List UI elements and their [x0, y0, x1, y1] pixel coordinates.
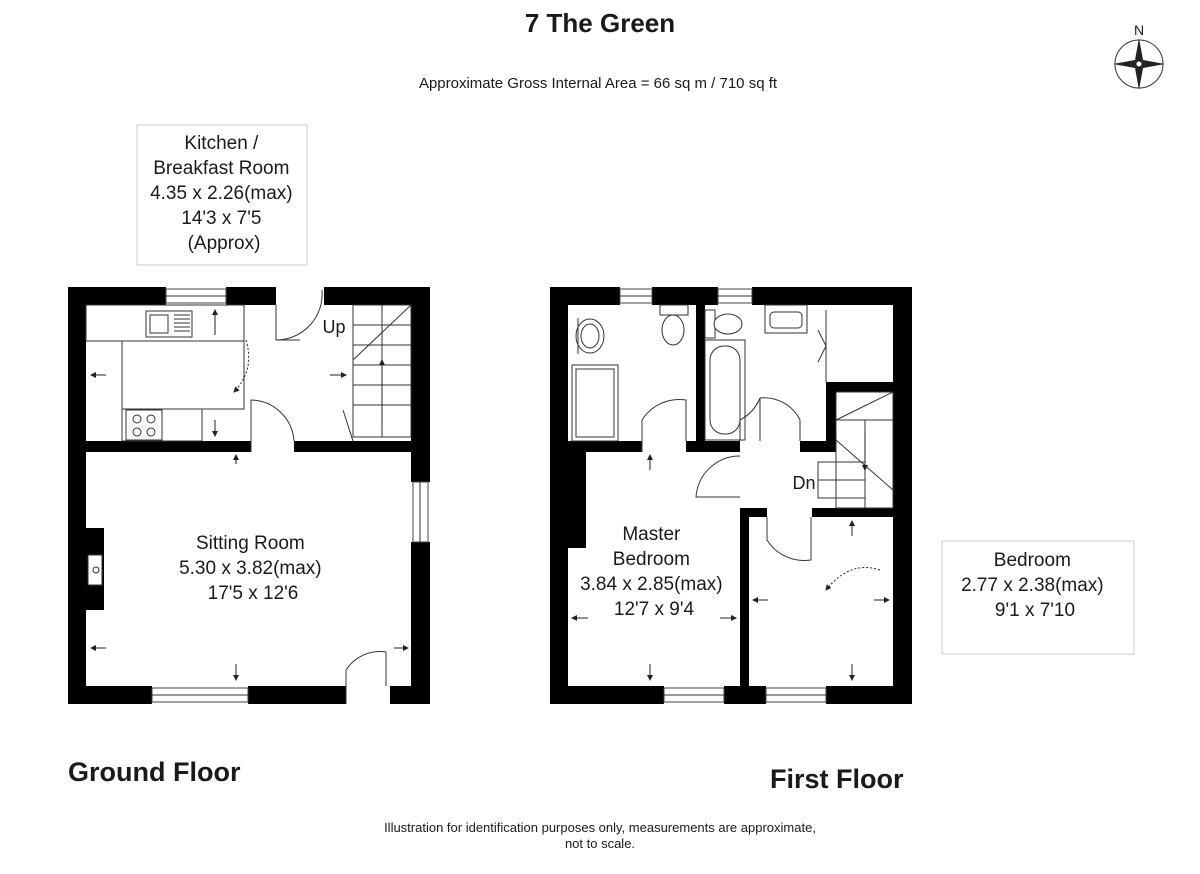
compass-icon	[1113, 38, 1165, 90]
master-bedroom-label: Master Bedroom 3.84 x 2.85(max) 12'7 x 9…	[580, 524, 728, 620]
disclaimer-line-2: not to scale.	[565, 836, 635, 851]
ground-floor-label: Ground Floor	[68, 757, 241, 787]
kitchen-label: Kitchen / Breakfast Room 4.35 x 2.26(max…	[150, 133, 298, 254]
plan-title: 7 The Green	[525, 8, 675, 38]
stairs-up-label: Up	[322, 317, 345, 337]
compass-north-label: N	[1134, 22, 1144, 38]
bedroom-label: Bedroom 2.77 x 2.38(max) 9'1 x 7'10	[961, 550, 1109, 621]
disclaimer-line-1: Illustration for identification purposes…	[384, 820, 816, 835]
ground-floor-plan: Up Kitchen / Breakfast Room 4.35 x 2.26(…	[68, 124, 430, 704]
first-floor-label: First Floor	[770, 764, 904, 794]
gross-internal-area: Approximate Gross Internal Area = 66 sq …	[419, 75, 778, 92]
sitting-room-label: Sitting Room 5.30 x 3.82(max) 17'5 x 12'…	[179, 533, 327, 604]
stairs-down-label: Dn	[792, 473, 815, 493]
first-floor-plan: Dn Master Bedroom 3.84 x 2.85(max) 12'7 …	[550, 287, 1135, 704]
